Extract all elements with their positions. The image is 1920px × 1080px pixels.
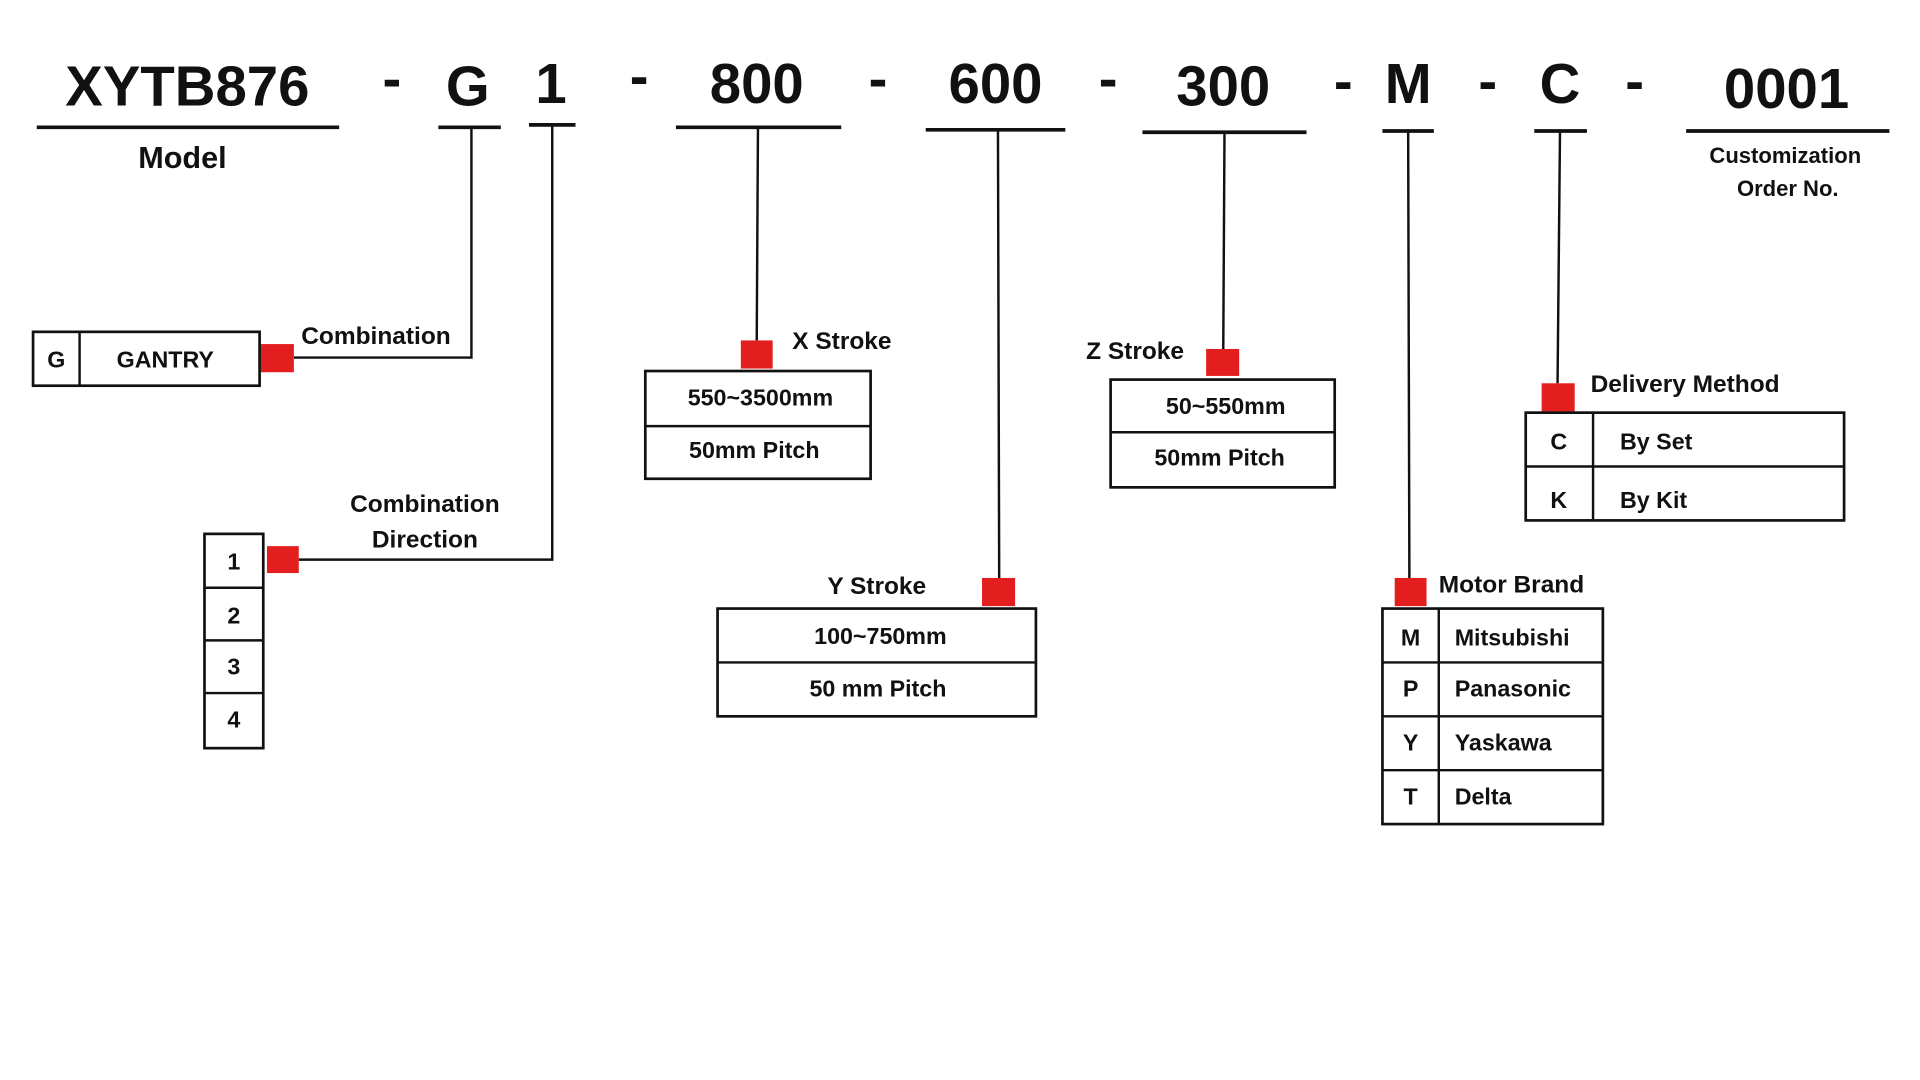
cell-code: P: [1403, 676, 1419, 702]
cell-option: 4: [227, 706, 240, 732]
label-delivery: Delivery Method: [1591, 371, 1780, 398]
code-y-stroke: 600: [949, 52, 1043, 115]
cell-name: Panasonic: [1455, 676, 1571, 702]
connector-line: [1222, 132, 1226, 349]
direction-section: Combination Direction 1 2 3 4: [203, 124, 554, 750]
code-delivery: C: [1540, 52, 1581, 115]
code-z-stroke: 300: [1176, 54, 1270, 117]
separator: -: [382, 47, 401, 110]
cell-name: GANTRY: [117, 346, 215, 372]
separator: -: [1334, 49, 1353, 112]
cell-pitch: 50mm Pitch: [1154, 444, 1285, 470]
cell-option: 2: [227, 602, 240, 628]
cell-range: 550~3500mm: [688, 384, 833, 410]
label-direction-1: Combination: [350, 491, 500, 518]
delivery-section: Delivery Method C By Set K By Kit: [1524, 131, 1846, 522]
cell-pitch: 50 mm Pitch: [809, 676, 946, 702]
code-combination: G: [446, 54, 490, 117]
cell-code: K: [1550, 487, 1567, 513]
cell-name: Yaskawa: [1455, 730, 1553, 756]
marker-square: [740, 340, 773, 369]
separator: -: [869, 47, 888, 110]
x-stroke-section: X Stroke 550~3500mm 50mm Pitch: [643, 127, 892, 481]
z-stroke-section: Z Stroke 50~550mm 50mm Pitch: [1086, 132, 1337, 489]
connector-line: [1406, 131, 1411, 578]
connector-line: [755, 127, 760, 341]
marker-square: [266, 546, 299, 574]
cell-code: Y: [1403, 730, 1419, 756]
cell-name: Mitsubishi: [1455, 624, 1570, 650]
combination-section: Combination G GANTRY: [31, 127, 473, 388]
label-y-stroke: Y Stroke: [827, 573, 926, 600]
motor-section: Motor Brand M Mitsubishi P Panasonic Y Y…: [1381, 131, 1605, 826]
label-motor: Motor Brand: [1439, 572, 1584, 599]
cell-code: T: [1404, 783, 1418, 809]
label-model: Model: [138, 141, 226, 175]
label-order-no-1: Customization: [1709, 143, 1861, 168]
code-row: XYTB876 Model - G 1 - 800 - 600 - 300 - …: [36, 45, 1890, 201]
cell-code: G: [47, 346, 65, 372]
y-stroke-section: Y Stroke 100~750mm 50 mm Pitch: [716, 129, 1038, 718]
cell-code: C: [1550, 428, 1567, 454]
label-direction-2: Direction: [372, 526, 478, 553]
connector-line: [1556, 131, 1562, 384]
marker-square: [1206, 348, 1240, 376]
code-model: XYTB876: [65, 54, 309, 117]
label-x-stroke: X Stroke: [792, 328, 891, 355]
marker-square: [1541, 383, 1575, 412]
connector-line: [996, 129, 1001, 578]
marker-square: [982, 577, 1016, 607]
code-direction: 1: [535, 52, 566, 115]
cell-option: 1: [227, 548, 240, 574]
cell-name: Delta: [1455, 783, 1513, 809]
cell-range: 50~550mm: [1166, 393, 1286, 419]
label-z-stroke: Z Stroke: [1086, 338, 1184, 365]
cell-name: By Set: [1620, 428, 1693, 454]
separator: -: [1625, 49, 1644, 112]
label-combination: Combination: [301, 323, 451, 350]
code-order-no: 0001: [1724, 57, 1849, 120]
label-order-no-2: Order No.: [1737, 176, 1839, 201]
connector-line: [298, 124, 554, 561]
marker-square: [260, 344, 294, 373]
separator: -: [630, 45, 649, 108]
cell-range: 100~750mm: [814, 623, 947, 649]
cell-pitch: 50mm Pitch: [689, 437, 820, 463]
cell-code: M: [1401, 624, 1420, 650]
marker-square: [1394, 577, 1427, 607]
separator: -: [1478, 49, 1497, 112]
combination-table: [31, 330, 261, 388]
connector-line: [293, 127, 473, 359]
separator: -: [1099, 47, 1118, 110]
code-motor: M: [1385, 52, 1432, 115]
code-x-stroke: 800: [710, 52, 804, 115]
cell-option: 3: [227, 654, 240, 680]
cell-name: By Kit: [1620, 487, 1687, 513]
